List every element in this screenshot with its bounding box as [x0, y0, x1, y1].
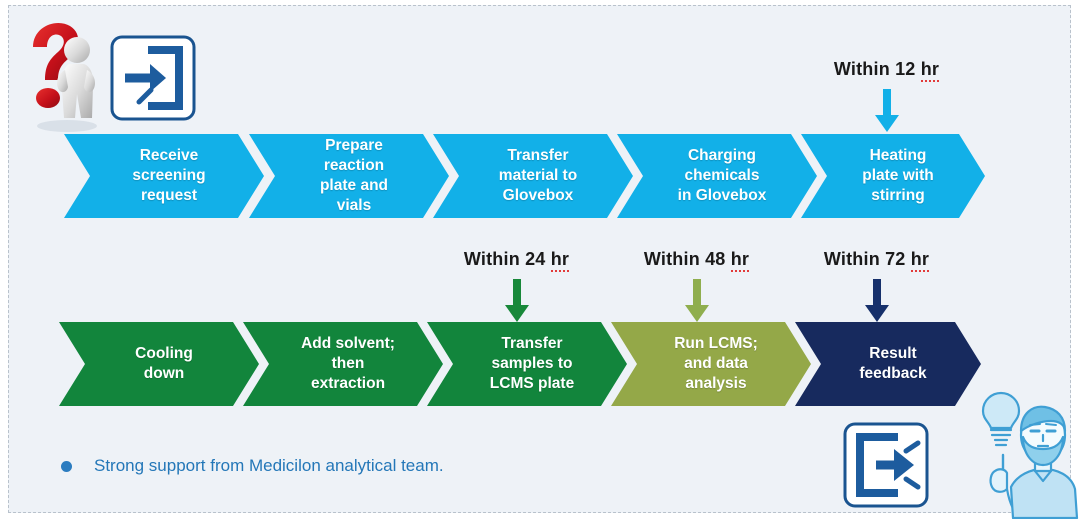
- bottom-step-5-label: Result feedback: [859, 344, 927, 382]
- within-48-hr-prefix: Within 48: [643, 249, 731, 269]
- bottom-step-1-label: Cooling down: [135, 344, 193, 382]
- bottom-step-1[interactable]: Cooling down: [59, 322, 259, 406]
- question-mark-person-icon: [23, 14, 105, 132]
- bottom-process-row: Cooling down Add solvent; then extraction…: [9, 322, 1072, 406]
- top-step-2-label: Prepare reaction plate and vials: [319, 136, 389, 215]
- within-12-hr-prefix: Within 12: [833, 59, 921, 79]
- top-step-3-label: Transfer material to Glovebox: [498, 146, 578, 205]
- within-12-hr-label: Within 12 hr: [819, 59, 954, 82]
- within-48-hr-arrow: [629, 279, 764, 323]
- login-arrow-icon: [109, 34, 197, 122]
- support-note-text: Strong support from Medicilon analytical…: [94, 456, 444, 475]
- within-48-hr-label: Within 48 hr: [629, 249, 764, 272]
- top-step-2[interactable]: Prepare reaction plate and vials: [249, 134, 449, 218]
- within-12-hr-unit: hr: [920, 59, 940, 82]
- within-24-hr-label: Within 24 hr: [449, 249, 584, 272]
- bullet-icon: [61, 460, 72, 472]
- within-24-hr-prefix: Within 24: [463, 249, 551, 269]
- within-48-hr: Within 48 hr: [629, 249, 764, 323]
- within-24-hr-unit: hr: [550, 249, 570, 272]
- bottom-step-4[interactable]: Run LCMS; and data analysis: [611, 322, 811, 406]
- top-step-4-label: Charging chemicals in Glovebox: [677, 146, 767, 205]
- bottom-step-5[interactable]: Result feedback: [795, 322, 981, 406]
- within-72-hr-label: Within 72 hr: [809, 249, 944, 272]
- within-12-hr: Within 12 hr: [819, 59, 954, 133]
- top-step-3[interactable]: Transfer material to Glovebox: [433, 134, 633, 218]
- top-step-5-label: Heating plate with stirring: [862, 146, 934, 205]
- person-with-lightbulb-icon: [959, 389, 1080, 519]
- bottom-step-3-label: Transfer samples to LCMS plate: [489, 334, 575, 393]
- top-step-1-label: Receive screening request: [132, 146, 206, 205]
- within-24-hr-arrow: [449, 279, 584, 323]
- top-process-row: Receive screening request Prepare reactio…: [9, 134, 1072, 218]
- within-72-hr: Within 72 hr: [809, 249, 944, 323]
- bottom-step-2[interactable]: Add solvent; then extraction: [243, 322, 443, 406]
- within-72-hr-prefix: Within 72: [823, 249, 911, 269]
- within-12-hr-arrow: [819, 89, 954, 133]
- within-48-hr-unit: hr: [730, 249, 750, 272]
- within-24-hr: Within 24 hr: [449, 249, 584, 323]
- bottom-step-3[interactable]: Transfer samples to LCMS plate: [427, 322, 627, 406]
- bottom-step-4-label: Run LCMS; and data analysis: [674, 334, 758, 393]
- top-step-1[interactable]: Receive screening request: [64, 134, 264, 218]
- support-note: Strong support from Medicilon analytical…: [61, 456, 444, 476]
- top-step-4[interactable]: Charging chemicals in Glovebox: [617, 134, 817, 218]
- top-step-5[interactable]: Heating plate with stirring: [801, 134, 985, 218]
- logout-arrow-icon: [842, 421, 930, 509]
- diagram-canvas: Receive screening request Prepare reactio…: [8, 5, 1079, 519]
- bottom-step-2-label: Add solvent; then extraction: [301, 334, 395, 393]
- within-72-hr-unit: hr: [910, 249, 930, 272]
- within-72-hr-arrow: [809, 279, 944, 323]
